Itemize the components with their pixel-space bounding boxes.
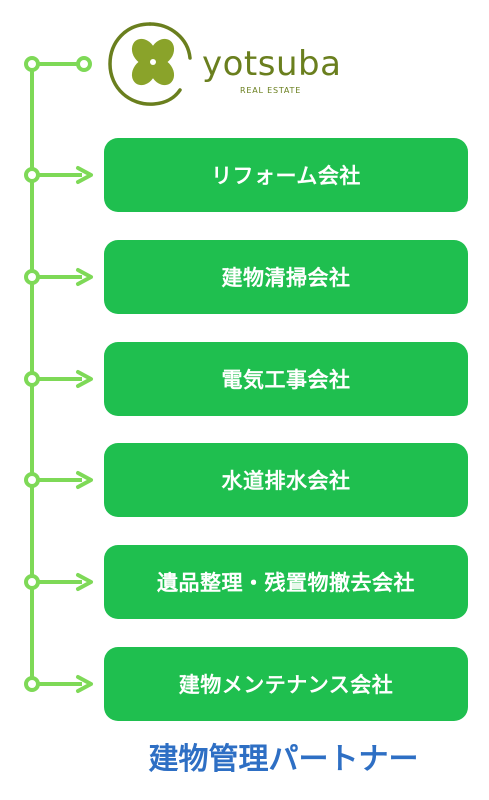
brand-subtitle: REAL ESTATE — [240, 86, 302, 95]
diagram-caption: 建物管理パートナー — [148, 742, 419, 777]
branch-arrow — [24, 675, 93, 693]
company-label: リフォーム会社 — [211, 164, 361, 188]
branch-arrow — [24, 268, 93, 286]
node-circle — [24, 56, 40, 72]
arrow-head-icon — [76, 370, 93, 388]
node-circle — [24, 676, 40, 692]
node-circle — [76, 56, 92, 72]
company-box-reform: リフォーム会社 — [104, 138, 468, 212]
four-leaf-clover-icon — [108, 22, 192, 106]
company-box-cleaning: 建物清掃会社 — [104, 240, 468, 314]
node-circle — [24, 472, 40, 488]
branch-arrow — [24, 471, 93, 489]
company-label: 水道排水会社 — [221, 469, 351, 493]
company-box-plumbing: 水道排水会社 — [104, 443, 468, 517]
company-label: 建物清掃会社 — [221, 266, 351, 290]
arrow-head-icon — [76, 166, 93, 184]
node-circle — [24, 269, 40, 285]
brand-name: yotsuba — [202, 44, 342, 84]
logo-connector — [24, 56, 92, 72]
branch-arrows — [24, 166, 93, 693]
company-box-estate-clearing: 遺品整理・残置物撤去会社 — [104, 545, 468, 619]
node-circle — [24, 371, 40, 387]
node-circle — [24, 167, 40, 183]
branch-arrow — [24, 166, 93, 184]
arrow-head-icon — [76, 471, 93, 489]
branch-arrow — [24, 370, 93, 388]
arrow-head-icon — [76, 573, 93, 591]
yotsuba-logo: yotsuba REAL ESTATE — [104, 18, 344, 110]
branch-arrow — [24, 573, 93, 591]
arrow-head-icon — [76, 268, 93, 286]
company-label: 電気工事会社 — [221, 368, 351, 392]
company-box-electrical: 電気工事会社 — [104, 342, 468, 416]
company-label: 建物メンテナンス会社 — [178, 673, 394, 697]
company-label: 遺品整理・残置物撤去会社 — [157, 571, 415, 595]
company-box-maintenance: 建物メンテナンス会社 — [104, 647, 468, 721]
node-circle — [24, 574, 40, 590]
arrow-head-icon — [76, 675, 93, 693]
